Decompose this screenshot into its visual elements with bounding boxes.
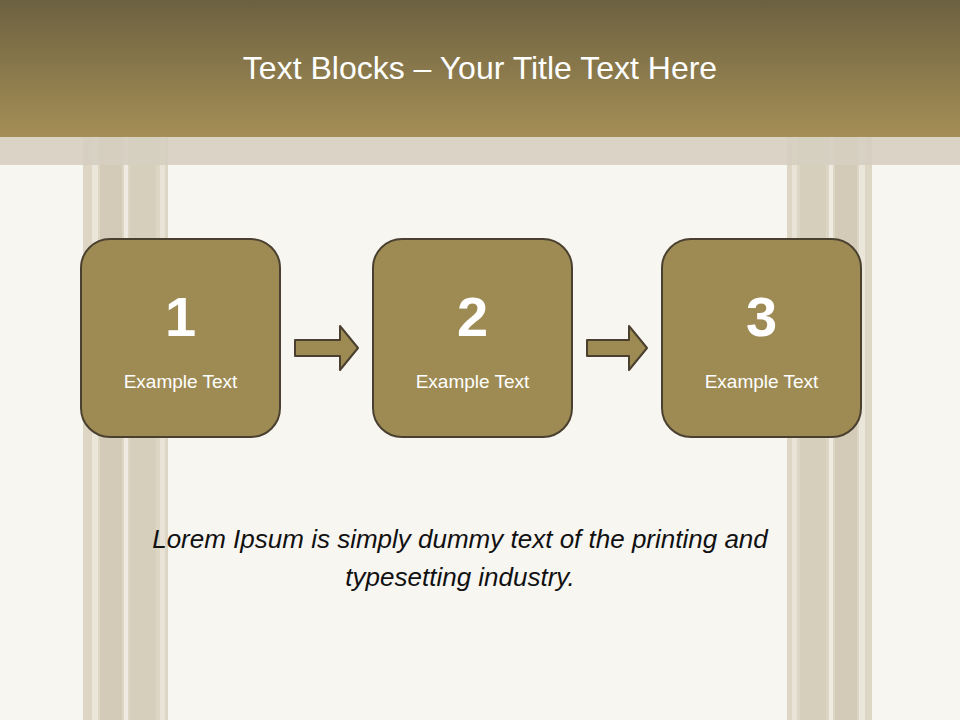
header-band xyxy=(0,0,960,137)
step-box: 2Example Text xyxy=(372,238,573,438)
block-arrow xyxy=(587,326,647,370)
step-label: Example Text xyxy=(705,371,819,393)
block-arrow xyxy=(295,326,358,370)
step-box: 3Example Text xyxy=(661,238,862,438)
step-number: 3 xyxy=(746,289,777,345)
step-label: Example Text xyxy=(416,371,530,393)
step-number: 2 xyxy=(457,289,488,345)
step-box: 1Example Text xyxy=(80,238,281,438)
step-number: 1 xyxy=(165,289,196,345)
header-strip xyxy=(0,137,960,165)
step-label: Example Text xyxy=(124,371,238,393)
caption-text: Lorem Ipsum is simply dummy text of the … xyxy=(120,520,800,596)
title-bar: Text Blocks – Your Title Text Here xyxy=(0,0,960,137)
slide-title: Text Blocks – Your Title Text Here xyxy=(243,50,717,87)
